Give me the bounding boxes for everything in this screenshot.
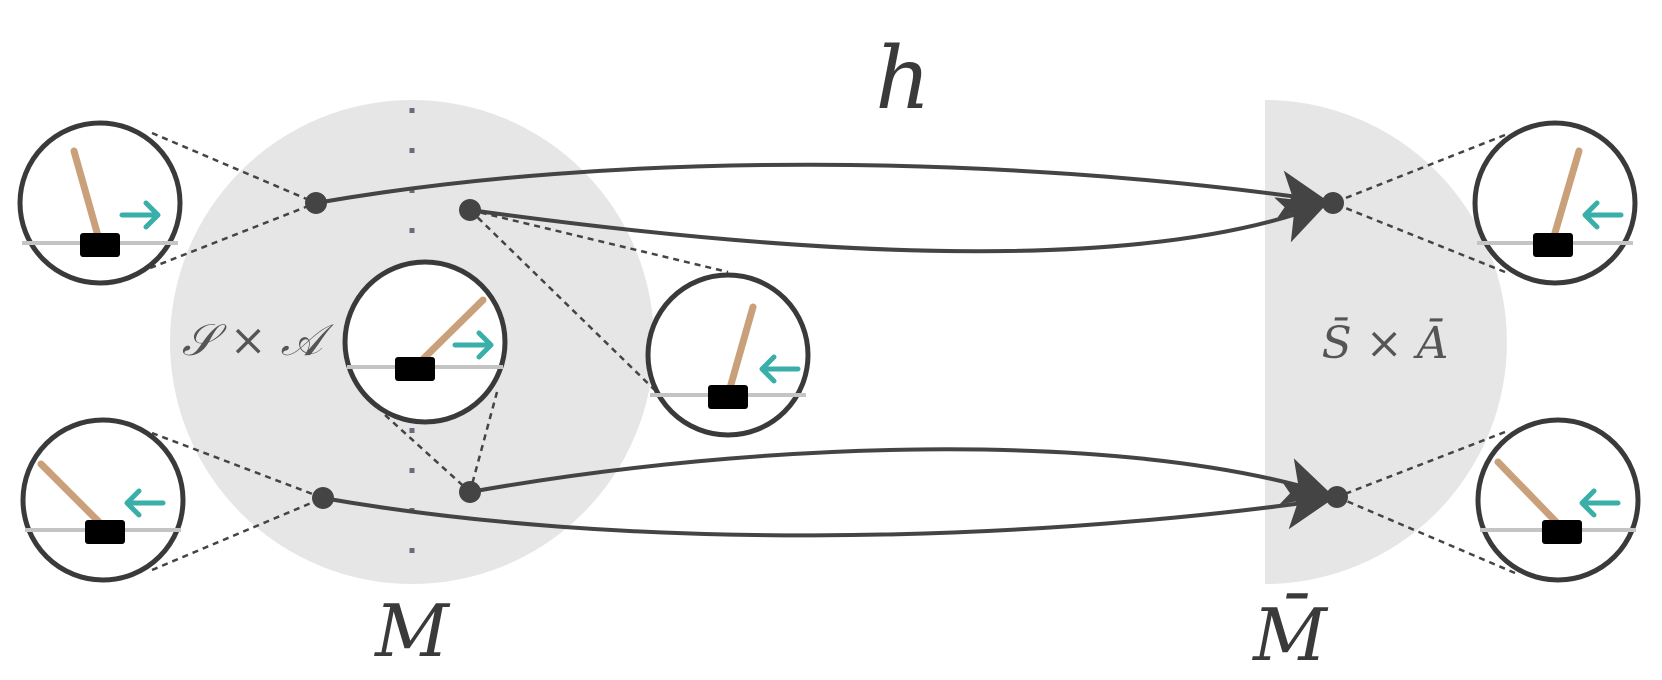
- cartpole-icon: [20, 417, 186, 583]
- mapping-arrow-top-1: [315, 162, 1328, 219]
- arrow-right-icon: [452, 330, 494, 360]
- state-action-point: [305, 192, 327, 214]
- left-model-label: M: [373, 589, 451, 673]
- state-action-point: [459, 481, 481, 503]
- abstract-state-action-point: [1326, 486, 1348, 508]
- left-space-label: 𝒮 × 𝒜: [182, 315, 335, 366]
- cartpole-icon: [342, 259, 508, 425]
- arrow-left-icon: [1579, 488, 1621, 518]
- arrow-left-icon: [124, 488, 166, 518]
- state-action-point: [459, 199, 481, 221]
- cartpole-icon: [1475, 417, 1641, 583]
- cartpole-icon: [645, 272, 811, 438]
- arrow-left-icon: [1582, 200, 1624, 230]
- mapping-arrow-bottom-2: [322, 481, 1333, 538]
- right-space-label: S̄ × Ā: [1322, 316, 1449, 369]
- connector-lines: [139, 131, 1516, 575]
- mapping-label: h: [875, 29, 930, 129]
- cartpole-icon: [17, 120, 183, 286]
- cartpole-icon: [1472, 120, 1638, 286]
- state-action-point: [312, 487, 334, 509]
- mapping-arrow-bottom-1: [469, 447, 1333, 505]
- arrow-right-icon: [119, 200, 161, 230]
- mapping-arrow-top-2: [469, 197, 1328, 254]
- right-model-label: M̄: [1251, 592, 1329, 677]
- arrow-left-icon: [759, 354, 801, 384]
- abstract-state-action-point: [1322, 192, 1344, 214]
